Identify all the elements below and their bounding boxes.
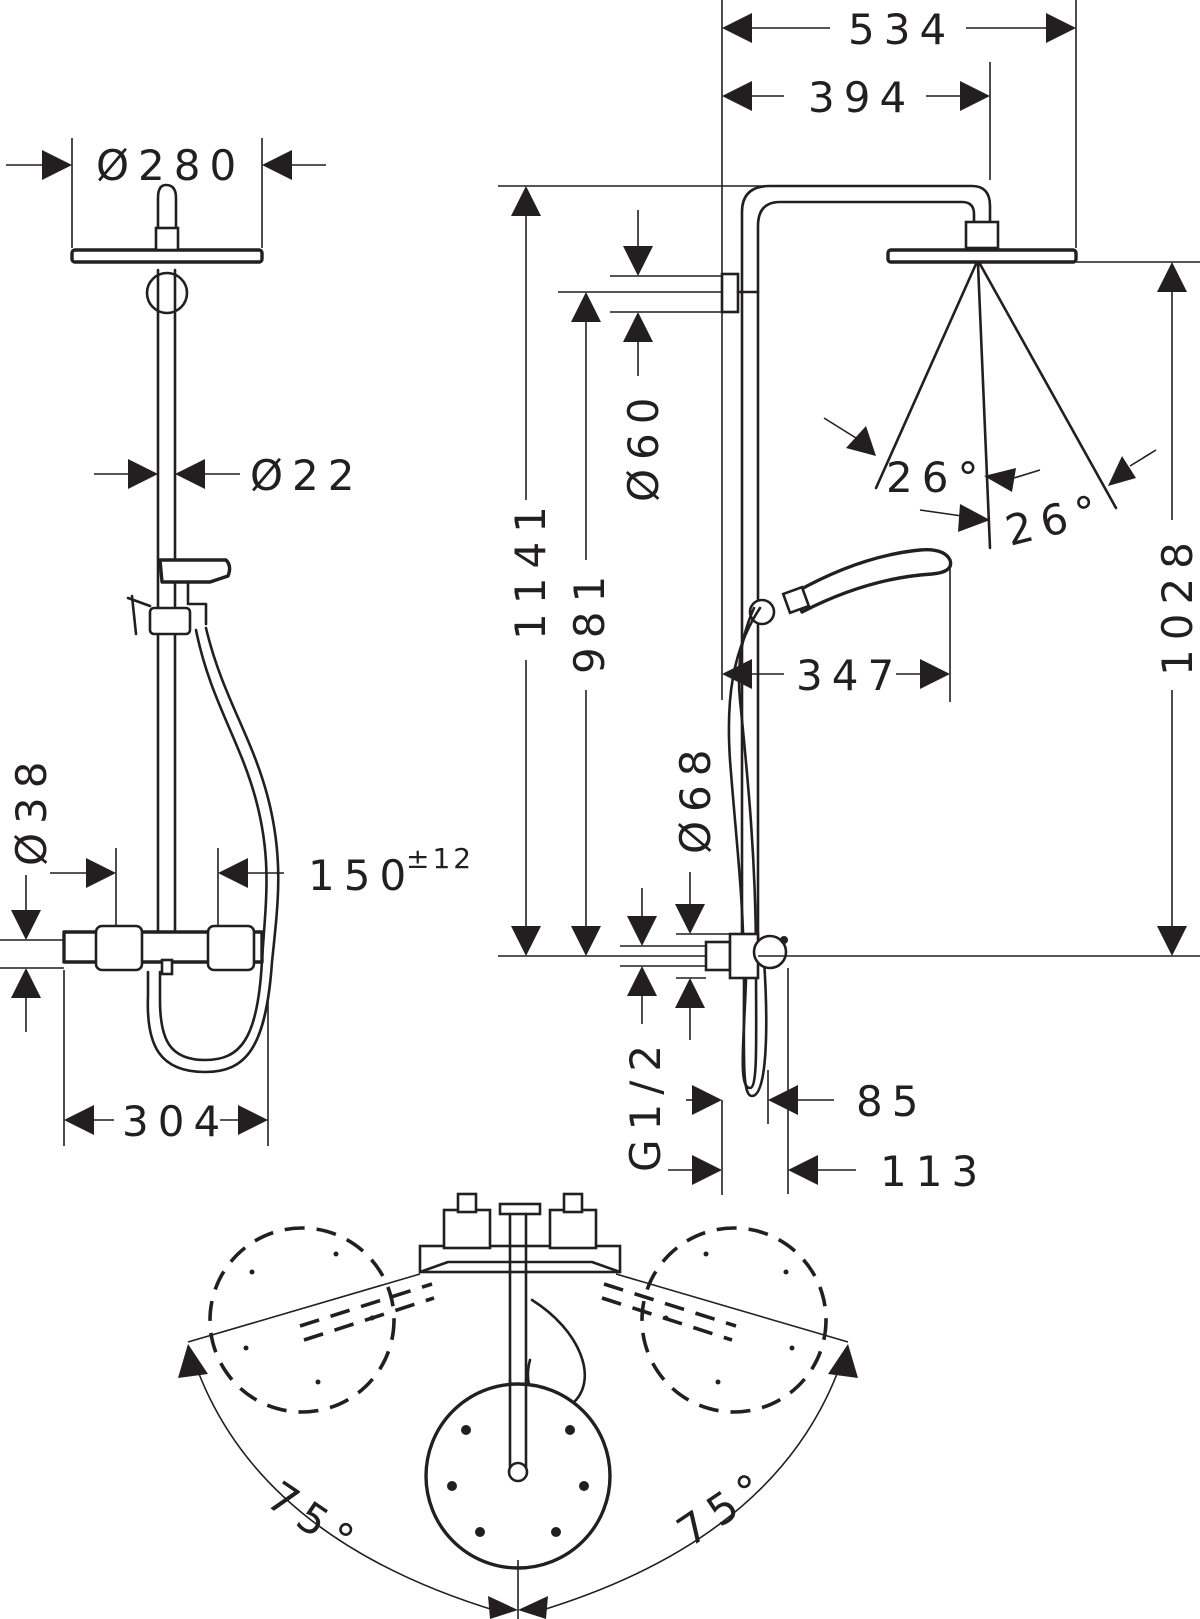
front-pipe-collar bbox=[145, 271, 189, 315]
top-head-center bbox=[507, 1461, 529, 1483]
front-escutcheon-diameter-label: Ø38 bbox=[7, 752, 56, 866]
side-handle-connector bbox=[781, 585, 811, 615]
front-hand-shower-handle bbox=[186, 582, 208, 626]
front-pipe-diameter-label: Ø22 bbox=[250, 451, 364, 500]
front-view bbox=[62, 183, 280, 1074]
top-angle-left-label: 75° bbox=[258, 1472, 370, 1569]
top-head-nozzles bbox=[447, 1425, 589, 1537]
side-mixer-screw bbox=[780, 936, 788, 944]
side-holder-height-label: 981 bbox=[565, 567, 614, 674]
front-hand-shower bbox=[158, 558, 232, 584]
side-mixer-total-depth-label: 113 bbox=[880, 1147, 987, 1196]
side-thread-label: G1/2 bbox=[621, 1036, 670, 1172]
top-left-handle bbox=[442, 1208, 492, 1250]
side-spray-right bbox=[978, 262, 1118, 510]
side-mixer-knob bbox=[752, 934, 788, 970]
top-head-rotated-right bbox=[640, 1226, 828, 1414]
front-head-joint bbox=[154, 226, 180, 252]
front-head-diameter-label: Ø280 bbox=[96, 141, 245, 190]
top-right-handle-cap bbox=[562, 1192, 584, 1214]
side-wall-bracket bbox=[720, 272, 740, 314]
top-arm-rotated-left-a bbox=[299, 1282, 433, 1328]
top-view: 75° 75° bbox=[178, 1192, 858, 1619]
side-riser-arm-outer bbox=[740, 184, 992, 942]
front-left-handle bbox=[94, 924, 144, 972]
side-head-height-label: 1028 bbox=[1153, 533, 1200, 676]
side-hand-shower-projection-label: 347 bbox=[796, 651, 903, 700]
side-head-joint bbox=[964, 220, 1000, 250]
front-mixer-width-label: 304 bbox=[122, 1097, 229, 1146]
top-left-handle-cap bbox=[456, 1192, 478, 1214]
side-holder-diameter-label: Ø60 bbox=[619, 388, 668, 502]
side-mixer-depth-label: 85 bbox=[856, 1077, 927, 1126]
side-spray-angle-left-label: 26° bbox=[886, 453, 987, 502]
front-right-handle bbox=[206, 924, 256, 972]
top-arm-rotated-right-a bbox=[603, 1282, 737, 1328]
side-spray-left bbox=[874, 262, 978, 490]
top-mixer-edge bbox=[418, 1260, 622, 1274]
front-inlet-spacing-label: 150 bbox=[308, 851, 415, 900]
side-mixer-diameter-label: Ø68 bbox=[671, 740, 720, 854]
side-dimensions: 534 394 1141 981 Ø60 26° bbox=[498, 0, 1200, 1196]
front-hose-inner bbox=[146, 626, 280, 1074]
side-riser-arm-inner bbox=[756, 200, 976, 942]
top-arm-rotated-left-b bbox=[303, 1296, 435, 1342]
front-slider-lever bbox=[126, 594, 152, 636]
front-head-shower bbox=[70, 248, 264, 264]
side-view bbox=[704, 184, 1118, 1098]
side-mixer-inlet bbox=[704, 940, 732, 972]
front-outlet bbox=[160, 958, 174, 976]
top-right-handle bbox=[548, 1208, 598, 1250]
side-hand-shower bbox=[794, 548, 953, 614]
side-total-height-label: 1141 bbox=[506, 497, 555, 640]
side-slider bbox=[748, 598, 776, 626]
front-head-arm bbox=[156, 183, 178, 252]
front-dimensions: Ø280 Ø22 Ø38 150 ±12 304 bbox=[0, 138, 474, 1146]
side-spray-center bbox=[976, 262, 992, 550]
side-arm-projection-label: 394 bbox=[808, 73, 915, 122]
side-total-projection-label: 534 bbox=[848, 5, 955, 54]
side-spray-angle-right-label: 26° bbox=[1001, 484, 1111, 556]
top-center-cap bbox=[498, 1202, 542, 1216]
front-inlet-tolerance-label: ±12 bbox=[406, 842, 474, 875]
top-head-rotated-left bbox=[208, 1226, 396, 1414]
top-angle-right-label: 75° bbox=[668, 1459, 780, 1556]
front-slider bbox=[148, 606, 192, 636]
top-thermostat-body bbox=[418, 1244, 622, 1274]
side-head-shower bbox=[886, 248, 1078, 264]
